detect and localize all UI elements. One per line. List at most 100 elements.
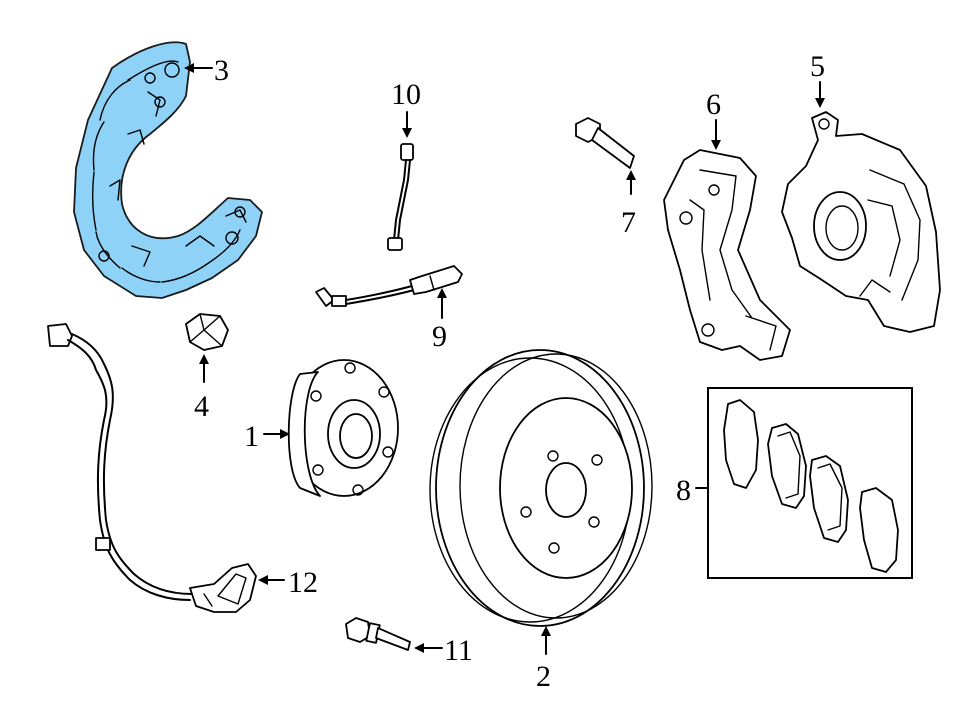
part-4-bolt[interactable] (185, 313, 229, 351)
sensor-head (189, 563, 257, 613)
callout-6[interactable]: 6 (706, 88, 721, 150)
brake-pad-2 (767, 423, 807, 509)
callout-12[interactable]: 12 (258, 566, 318, 599)
hub-stud-hole-6 (310, 390, 322, 402)
caliper-bracket-ridges (689, 169, 777, 351)
hub-stud-hole-5 (312, 464, 324, 476)
callout-3[interactable]: 3 (184, 54, 229, 87)
brake-pad-1 (723, 399, 759, 489)
splash-shield-inner-edge (91, 60, 241, 283)
wear-sensor-9-wire-b (345, 289, 415, 305)
sensor-wire-outer (67, 339, 191, 601)
part-7-bolt[interactable] (575, 117, 635, 169)
callout-10[interactable]: 10 (391, 78, 421, 138)
bolt-7-shank (591, 127, 635, 169)
sensor-wire-inner (71, 333, 193, 595)
rotor-lug-hole-2 (591, 454, 603, 466)
callout-label-8: 8 (676, 474, 691, 507)
splash-shield-hole-6 (98, 250, 110, 262)
hub-stud-hole-1 (344, 362, 356, 374)
brake-pad-3-backing (817, 463, 843, 531)
hub-stud-hole-3 (382, 446, 394, 458)
arrowhead-3 (184, 63, 194, 73)
splash-shield-hole-2 (144, 72, 156, 84)
hub-side (287, 371, 321, 497)
arrowhead-1 (280, 429, 290, 439)
caliper-bracket-hole-3 (701, 323, 715, 337)
brake-pad-2-backing (777, 431, 801, 499)
caliper-bracket-body (663, 149, 791, 361)
caliper-mount-hole (818, 118, 830, 130)
caliper-bracket-hole-1 (679, 211, 693, 225)
wear-sensor-9-ring (429, 275, 435, 291)
arrowhead-6 (711, 140, 721, 150)
callout-label-2: 2 (536, 660, 551, 693)
bolt-4-facets (189, 313, 223, 347)
brake-pad-3 (809, 455, 849, 543)
arrowhead-2 (541, 626, 551, 636)
bolt-11-shank (375, 627, 411, 651)
wear-sensor-9-connector (409, 265, 463, 295)
part-10-wear-sensor[interactable] (387, 143, 414, 251)
callout-1[interactable]: 1 (244, 420, 290, 453)
caliper-piston (825, 205, 859, 251)
splash-shield-ribs (109, 91, 247, 267)
callout-label-10: 10 (391, 78, 421, 111)
callout-label-5: 5 (810, 50, 825, 83)
caliper-ribs (859, 169, 921, 301)
callout-label-12: 12 (288, 566, 318, 599)
part-11-bolt[interactable] (345, 617, 411, 651)
rotor-center-bore (545, 462, 587, 518)
sensor-wire-clip (95, 537, 111, 551)
wear-sensor-9-wire-a (345, 285, 413, 301)
callout-label-3: 3 (214, 54, 229, 87)
callout-7[interactable]: 7 (621, 170, 636, 239)
arrowhead-5 (815, 98, 825, 108)
sensor-plug (47, 323, 73, 347)
callout-label-9: 9 (432, 320, 447, 353)
splash-shield-hole-4 (225, 231, 239, 245)
callout-9[interactable]: 9 (432, 288, 447, 353)
sensor-head-details (203, 573, 247, 607)
callout-2[interactable]: 2 (536, 626, 551, 693)
part-5-caliper[interactable] (781, 111, 941, 333)
splash-shield-hole-5 (234, 206, 246, 218)
callout-label-11: 11 (444, 634, 473, 667)
wear-sensor-10-wire-b (397, 159, 411, 241)
hub-stud-hole-2 (378, 386, 390, 398)
brake-pad-4 (859, 487, 899, 573)
part-9-wear-sensor[interactable] (315, 265, 463, 307)
part-8-brake-pads[interactable] (707, 387, 913, 579)
wear-sensor-10-tip (387, 237, 403, 251)
rotor-lug-hole-4 (548, 542, 560, 554)
part-3-splash-shield[interactable] (73, 41, 263, 299)
hub-bore-inner (339, 413, 373, 459)
callout-label-1: 1 (244, 420, 259, 453)
part-1-hub-bearing[interactable] (287, 359, 399, 497)
rotor-lug-hole-3 (588, 516, 600, 528)
rotor-lug-hole-5 (520, 506, 532, 518)
rotor-lug-hole-1 (547, 450, 559, 462)
part-2-rotor[interactable] (429, 349, 653, 627)
arrowhead-11 (414, 643, 424, 653)
caliper-bracket-hole-2 (708, 184, 720, 196)
callout-label-6: 6 (706, 88, 721, 121)
callout-11[interactable]: 11 (414, 634, 473, 667)
wear-sensor-9-boot (331, 295, 347, 307)
arrowhead-10 (402, 128, 412, 138)
splash-shield-hole-3 (154, 96, 166, 108)
callout-5[interactable]: 5 (810, 50, 825, 108)
arrowhead-4 (199, 354, 209, 364)
callout-8[interactable]: 8 (676, 474, 709, 507)
wear-sensor-10-connector (400, 143, 414, 161)
callout-label-4: 4 (194, 390, 209, 423)
splash-shield-body (73, 41, 263, 299)
part-6-caliper-bracket[interactable] (663, 149, 791, 361)
callout-label-7: 7 (621, 206, 636, 239)
part-12-speed-sensor[interactable] (47, 323, 257, 613)
callout-4[interactable]: 4 (194, 354, 209, 423)
wear-sensor-10-wire-a (393, 159, 407, 241)
arrowhead-7 (626, 170, 636, 180)
arrowhead-9 (437, 288, 447, 298)
